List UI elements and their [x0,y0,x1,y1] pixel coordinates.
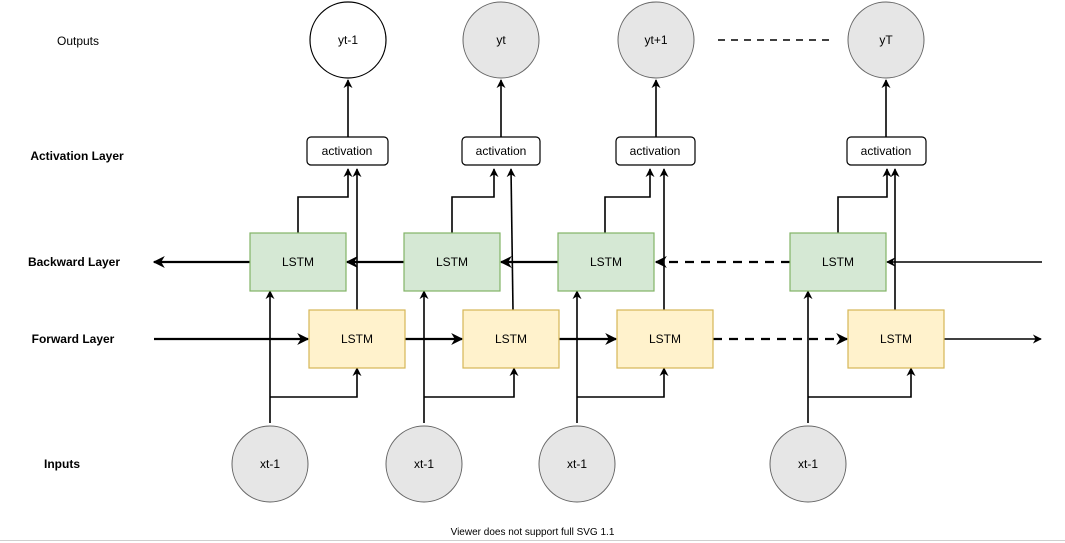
input-label: xt-1 [798,457,818,471]
backward-lstm-box [789,232,887,292]
input-label: xt-1 [567,457,587,471]
backward-lstm-box [557,232,655,292]
activation-label: activation [630,144,681,158]
backward-lstm-label: LSTM [436,255,468,269]
activation-node: activation [846,136,927,166]
activation-box [846,136,927,166]
output-circle [617,1,695,79]
input-to-forward-2 [424,367,519,398]
activation-node: activation [306,136,389,166]
activation-label: activation [322,144,373,158]
input-node: xt-1 [769,425,847,503]
input-node: xt-1 [231,425,309,503]
forward-lstm-cell: LSTM [308,309,406,369]
input-to-forward-1 [270,367,362,398]
output-label: yt+1 [644,33,667,47]
connectors [152,39,1042,423]
forward-lstm-box [308,309,406,369]
output-label: yT [879,33,893,47]
activation-label: activation [476,144,527,158]
backward-to-activation-1 [297,168,353,233]
output-node: yt [462,1,540,79]
footer-divider [0,540,1065,541]
output-node: yt-1 [309,1,387,79]
forward-lstm-label: LSTM [341,332,373,346]
output-circle [847,1,925,79]
backward-to-activation-3 [604,168,655,233]
forward-lstm-box [462,309,560,369]
activation-box [615,136,696,166]
activation-node: activation [461,136,541,166]
output-node: yt+1 [617,1,695,79]
activation-label: activation [861,144,912,158]
row-label-inputs: Inputs [44,457,80,471]
forward-lstm-cell: LSTM [462,309,560,369]
backward-to-activation-2 [451,168,499,233]
row-label-activation: Activation Layer [30,149,124,163]
output-label: yt [496,33,506,47]
backward-to-activation-4 [837,168,892,233]
backward-lstm-cell: LSTM [557,232,655,292]
row-label-forward: Forward Layer [32,332,115,346]
row-label-backward: Backward Layer [28,255,120,269]
backward-lstm-box [403,232,501,292]
input-node: xt-1 [538,425,616,503]
input-label: xt-1 [414,457,434,471]
activation-box [306,136,389,166]
output-circle [462,1,540,79]
input-node: xt-1 [385,425,463,503]
forward-lstm-cell: LSTM [616,309,714,369]
backward-lstm-cell: LSTM [249,232,347,292]
forward-to-activation-2 [506,168,516,311]
bilstm-diagram: Outputs Activation Layer Backward Layer … [28,1,1042,503]
input-to-forward-3 [577,367,669,398]
svg-support-notice: Viewer does not support full SVG 1.1 [450,527,615,538]
forward-lstm-label: LSTM [495,332,527,346]
activation-box [461,136,541,166]
backward-lstm-label: LSTM [590,255,622,269]
row-label-outputs: Outputs [57,34,99,48]
forward-lstm-box [847,309,945,369]
input-circle [769,425,847,503]
input-circle [385,425,463,503]
backward-lstm-label: LSTM [822,255,854,269]
input-circle [231,425,309,503]
forward-lstm-box [616,309,714,369]
forward-lstm-cell: LSTM [847,309,945,369]
forward-lstm-label: LSTM [880,332,912,346]
backward-lstm-cell: LSTM [403,232,501,292]
input-label: xt-1 [260,457,280,471]
activation-node: activation [615,136,696,166]
input-to-forward-4 [808,367,916,398]
output-node: yT [847,1,925,79]
input-circle [538,425,616,503]
forward-lstm-label: LSTM [649,332,681,346]
backward-lstm-cell: LSTM [789,232,887,292]
output-label: yt-1 [338,33,358,47]
backward-lstm-box [249,232,347,292]
output-circle [309,1,387,79]
backward-lstm-label: LSTM [282,255,314,269]
